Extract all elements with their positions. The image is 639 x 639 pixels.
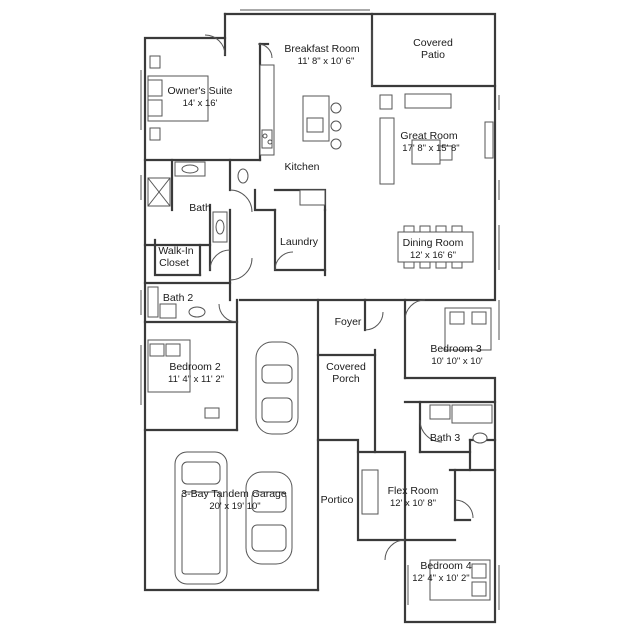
room-dim-great-room: 17' 8" x 15' 8" [402, 143, 459, 154]
van-icon [174, 451, 228, 585]
room-dim-bedroom-2: 11' 4" x 11' 2" [168, 374, 224, 385]
room-label-covered-patio: Covered [413, 37, 453, 49]
room-label-bath: Bath [189, 202, 211, 214]
room-dim-bedroom-4: 12' 4" x 10' 2" [412, 573, 469, 584]
sofa-icon [379, 117, 395, 185]
furniture [147, 55, 494, 601]
room-dim-garage: 20' x 19' 10" [209, 501, 260, 512]
room-label-foyer: Foyer [335, 316, 362, 328]
room-label-laundry: Laundry [280, 236, 319, 248]
car-icon [255, 341, 299, 435]
room-label-bedroom-3: Bedroom 3 [430, 343, 482, 355]
room-label-bedroom-4: Bedroom 4 [420, 560, 472, 572]
room-dim-bedroom-3: 10' 10" x 10' [431, 356, 483, 367]
room-label-bath-3: Bath 3 [430, 432, 461, 444]
room-label-owners-suite: Owner's Suite [167, 85, 232, 97]
room-label-covered-porch-2: Porch [332, 373, 360, 385]
stool-icon [330, 102, 342, 114]
room-dim-dining-room: 12' x 16' 6" [410, 250, 456, 261]
cars [174, 341, 299, 585]
room-labels: Breakfast Room 11' 8" x 10' 6" Covered P… [158, 37, 482, 584]
room-dim-flex-room: 12' x 10' 8" [390, 498, 436, 509]
room-dim-owners-suite: 14' x 16' [183, 98, 218, 109]
room-label-flex-room: Flex Room [388, 485, 439, 497]
doors [204, 30, 474, 561]
room-label-dining-room: Dining Room [403, 237, 464, 249]
room-label-great-room: Great Room [400, 130, 457, 142]
room-dim-breakfast: 11' 8" x 10' 6" [298, 56, 355, 67]
room-label-portico: Portico [321, 494, 354, 506]
room-label-covered-patio-2: Patio [421, 49, 445, 61]
windows [140, 9, 500, 610]
room-label-breakfast: Breakfast Room [284, 43, 360, 55]
room-label-bedroom-2: Bedroom 2 [169, 361, 221, 373]
room-label-kitchen: Kitchen [284, 161, 319, 173]
toilet-icon [237, 168, 249, 184]
room-label-garage: 3-Bay Tandem Garage [181, 488, 287, 500]
room-label-walk-in-closet: Walk-In [158, 245, 193, 257]
room-label-covered-porch: Covered [326, 361, 366, 373]
room-label-walk-in-closet-2: Closet [159, 257, 189, 269]
car-icon [245, 471, 293, 565]
interior-walls [143, 36, 497, 542]
room-label-bath-2: Bath 2 [163, 292, 194, 304]
dining-table [397, 231, 474, 263]
